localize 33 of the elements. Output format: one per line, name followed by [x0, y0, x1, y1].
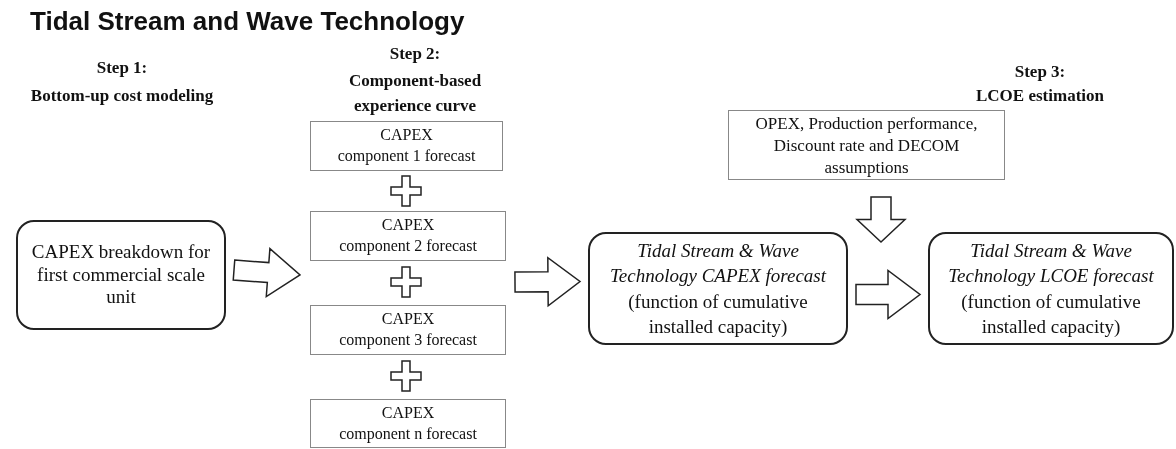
node-text: CAPEX [381, 309, 435, 330]
node-text: component 1 forecast [337, 146, 476, 167]
node-text: component n forecast [339, 423, 477, 445]
node-text: Tidal Stream & Wave Technology LCOE forecast [947, 238, 1155, 289]
component-box [728, 110, 1005, 180]
component-box [310, 305, 506, 355]
node-text: Tidal Stream & Wave Technology CAPEX forecast [609, 238, 828, 289]
node-text: (function of cumulative installed capacity) [960, 289, 1142, 339]
step-heading: Component-based experience curve [347, 70, 483, 117]
step-heading: Step 2: [389, 44, 441, 64]
component-box [310, 211, 506, 261]
node-text: OPEX, Production performance, Discount rate and DECOM assumptions [754, 113, 979, 180]
step-heading: Step 3: [1014, 62, 1066, 82]
node-text: CAPEX [381, 215, 435, 236]
block-arrow [514, 256, 582, 308]
node-text: CAPEX breakdown for first commercial scale unit [30, 240, 212, 310]
component-box [310, 399, 506, 448]
block-arrow [855, 269, 922, 320]
step-heading: Bottom-up cost modeling [30, 86, 214, 106]
process-box [928, 232, 1174, 345]
block-arrow [855, 196, 907, 244]
node-text: component 2 forecast [339, 236, 477, 257]
process-box [588, 232, 848, 345]
process-box [16, 220, 226, 330]
diagram-title: Tidal Stream and Wave Technology [30, 6, 465, 37]
node-text: CAPEX [381, 402, 435, 423]
step-heading: Step 1: [96, 58, 148, 78]
node-text: (function of cumulative installed capacity) [627, 289, 809, 339]
component-box [310, 121, 503, 171]
node-text: CAPEX [380, 125, 433, 146]
step-heading: LCOE estimation [976, 86, 1104, 106]
node-text: component 3 forecast [339, 330, 477, 351]
block-arrow [232, 247, 302, 298]
